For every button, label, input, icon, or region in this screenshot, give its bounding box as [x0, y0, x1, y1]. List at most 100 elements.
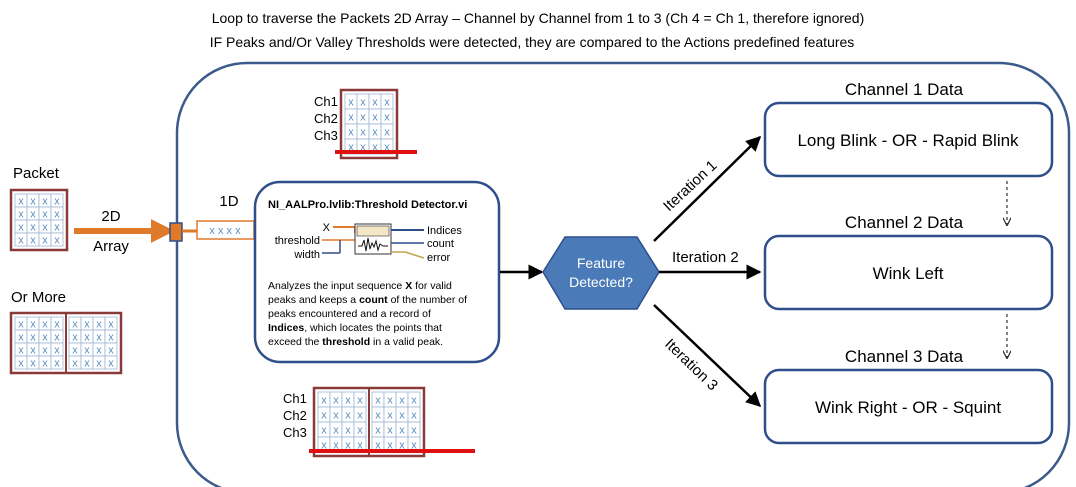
grid-cell-mark: x	[384, 97, 390, 109]
grid-cell-mark: x	[321, 425, 327, 437]
grid-cell-mark: x	[357, 425, 363, 437]
1d-label: 1D	[219, 193, 238, 210]
array-label: Array	[93, 238, 129, 255]
grid-cell-mark: x	[72, 319, 78, 331]
decision-line2: Detected?	[569, 274, 633, 290]
grid-cell-mark: x	[333, 395, 339, 407]
or-more-label: Or More	[11, 289, 66, 306]
grid-cell-mark: x	[42, 235, 48, 247]
channel-1-feature: Long Blink - OR - Rapid Blink	[797, 131, 1019, 150]
vi-icon-waveform	[358, 237, 388, 252]
description-run: peaks and keeps a	[268, 294, 359, 306]
grid-cell-mark: x	[399, 440, 405, 452]
grid-cell-mark: x	[333, 410, 339, 422]
grid-cell-mark: x	[54, 222, 60, 234]
grid-cell	[50, 232, 64, 247]
grid-cell-mark: x	[345, 425, 351, 437]
grid-cell-mark: x	[375, 425, 381, 437]
grid-cell-mark: x	[30, 222, 36, 234]
description-run: peaks encountered and a record of	[268, 308, 431, 320]
grid-cell-mark: x	[345, 410, 351, 422]
grid-cell-mark: x	[357, 410, 363, 422]
grid-cell-mark: x	[372, 142, 378, 154]
grid-cell-mark: x	[54, 209, 60, 221]
grid-cell-mark: x	[372, 127, 378, 139]
grid-cell	[104, 355, 118, 370]
grid-cell-mark: x	[84, 345, 90, 357]
description-line: peaks encountered and a record of	[268, 308, 431, 320]
grid-cell-mark: x	[384, 127, 390, 139]
grid-cell-mark: x	[30, 345, 36, 357]
grid-cell-mark: x	[96, 358, 102, 370]
grid-cell-mark: x	[345, 395, 351, 407]
grid-cell-mark: x	[360, 97, 366, 109]
grid-cell-mark: x	[54, 319, 60, 331]
grid-cell-mark: x	[84, 332, 90, 344]
grid-cell-mark: x	[84, 358, 90, 370]
grid-cell-mark: x	[72, 332, 78, 344]
channel-1-title: Channel 1 Data	[845, 80, 964, 99]
top-ch3-label: Ch3	[314, 128, 338, 143]
grid-cell-mark: x	[375, 395, 381, 407]
grid-cell-mark: x	[321, 410, 327, 422]
input-threshold-label: threshold	[275, 235, 320, 247]
grid-cell-mark: x	[348, 112, 354, 124]
grid-cell-mark: x	[54, 235, 60, 247]
input-width-label: width	[293, 249, 320, 261]
grid-cell-mark: x	[387, 425, 393, 437]
description-run: Analyzes the input sequence	[268, 280, 405, 292]
grid-cell-mark: x	[96, 332, 102, 344]
description-line: Analyzes the input sequence X for valid	[268, 280, 452, 292]
description-line: peaks and keeps a count of the number of	[268, 294, 467, 306]
channel-2-title: Channel 2 Data	[845, 213, 964, 232]
loop-tunnel	[169, 222, 183, 242]
grid-cell-mark: x	[108, 319, 114, 331]
grid-cell-mark: x	[375, 440, 381, 452]
description-line: exceed the threshold in a valid peak.	[268, 336, 443, 348]
top-ch2-label: Ch2	[314, 111, 338, 126]
top-ch1-label: Ch1	[314, 94, 338, 109]
grid-cell-mark: x	[360, 112, 366, 124]
channel-3-box	[763, 368, 1054, 445]
channel-2-box	[763, 234, 1054, 311]
grid-cell-mark: x	[96, 345, 102, 357]
grid-cell-mark: x	[345, 440, 351, 452]
grid-cell-mark: x	[360, 142, 366, 154]
grid-cell-mark: x	[18, 222, 24, 234]
grid-cell-mark: x	[18, 209, 24, 221]
grid-cell-mark: x	[42, 222, 48, 234]
grid-cell-mark: x	[399, 395, 405, 407]
grid-cell-mark: x	[84, 319, 90, 331]
packet-label: Packet	[13, 165, 60, 182]
output-wire-error-2	[404, 251, 425, 259]
grid-cell-mark: x	[72, 358, 78, 370]
grid-cell-mark: x	[96, 319, 102, 331]
grid-cell-mark: x	[42, 345, 48, 357]
grid-cell-mark: x	[108, 332, 114, 344]
grid-cell-mark: x	[384, 112, 390, 124]
bottom-ch2-label: Ch2	[283, 408, 307, 423]
grid-cell-mark: x	[54, 345, 60, 357]
grid-cell-mark: x	[30, 358, 36, 370]
description-run: , which locates the points that	[304, 322, 442, 334]
iteration-1-arrow	[653, 135, 762, 242]
bottom-ch1-label: Ch1	[283, 391, 307, 406]
grid-cell-mark: x	[348, 142, 354, 154]
grid-cell-mark: x	[42, 209, 48, 221]
channel-1-box	[763, 101, 1054, 178]
grid-cell-mark: x	[30, 209, 36, 221]
grid-cell-mark: x	[18, 345, 24, 357]
description-run: in a valid peak.	[370, 336, 443, 348]
grid-cell-mark: x	[18, 358, 24, 370]
output-indices-label: Indices	[427, 225, 462, 237]
description-run: Indices	[268, 322, 304, 334]
grid-cell-mark: x	[72, 345, 78, 357]
detector-description: Analyzes the input sequence X for valid p…	[268, 280, 467, 348]
iteration-3-arrow	[653, 304, 762, 408]
feature-detected-hexagon	[542, 236, 660, 310]
grid-cell-mark: x	[54, 332, 60, 344]
